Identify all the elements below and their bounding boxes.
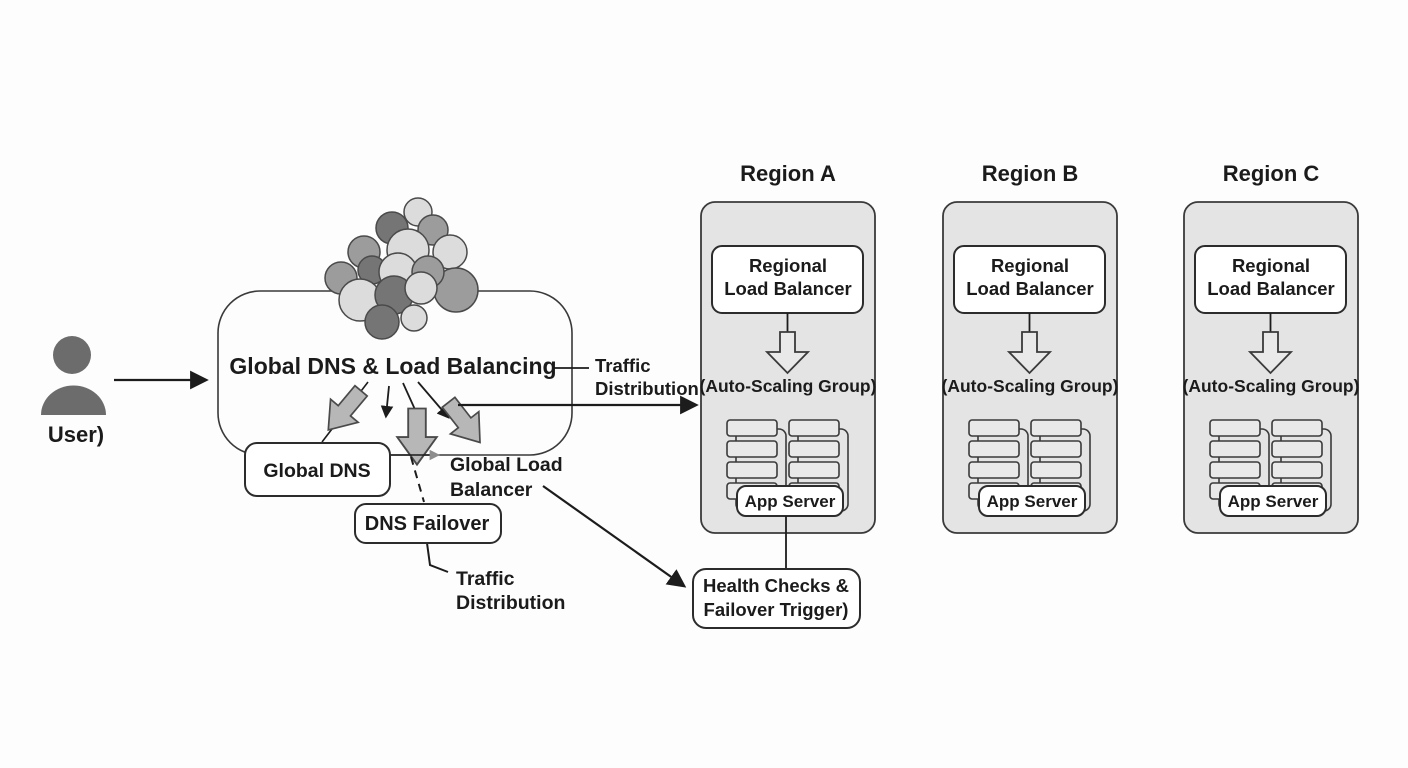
- regional-lb-line2: Load Balancer: [966, 278, 1094, 299]
- global-dns-box: [244, 442, 391, 497]
- app-server-label: App Server: [1228, 492, 1319, 511]
- autoscaling-label: (Auto-Scaling Group): [700, 376, 877, 396]
- failover-to-traffic-elbow: [426, 542, 449, 573]
- fan-arrow-1: [380, 385, 394, 419]
- user-label: User): [48, 422, 104, 447]
- hub-title: Global DNS & Load Balancing: [229, 353, 556, 379]
- region-title: Region A: [740, 161, 836, 186]
- traffic-distribution-right-line1: Traffic: [595, 355, 651, 376]
- health-checks-box: [692, 568, 861, 629]
- region-c: Region C Regional Load Balancer (Auto-Sc…: [1183, 161, 1360, 534]
- autoscaling-label: (Auto-Scaling Group): [1183, 376, 1360, 396]
- region-title: Region B: [982, 161, 1079, 186]
- dns-failover-box: [354, 503, 502, 544]
- app-server-label: App Server: [987, 492, 1078, 511]
- health-checks-line2: Failover Trigger): [704, 599, 849, 620]
- regional-lb-line1: Regional: [1232, 255, 1310, 276]
- traffic-distribution-bottom-line1: Traffic: [456, 568, 515, 590]
- dns-failover-label: DNS Failover: [365, 513, 490, 535]
- cloud-icon: [324, 197, 479, 340]
- global-load-balancer-line1: Global Load: [450, 454, 563, 476]
- health-checks-line1: Health Checks &: [703, 575, 849, 596]
- traffic-distribution-bottom-line2: Distribution: [456, 592, 565, 614]
- dashed-failover-line: [410, 456, 425, 503]
- user-icon: [41, 336, 106, 415]
- region-b: Region B Regional Load Balancer (Auto-Sc…: [942, 161, 1119, 534]
- glb-to-healthchecks-arrow: [542, 485, 687, 588]
- region-a: Region A Regional Load Balancer (Auto-Sc…: [700, 161, 877, 534]
- regional-lb-line1: Regional: [749, 255, 827, 276]
- global-dns-label: Global DNS: [263, 460, 370, 482]
- app-server-label: App Server: [745, 492, 836, 511]
- regional-lb-line2: Load Balancer: [724, 278, 852, 299]
- region-title: Region C: [1223, 161, 1320, 186]
- regional-lb-line2: Load Balancer: [1207, 278, 1335, 299]
- regional-lb-line1: Regional: [991, 255, 1069, 276]
- autoscaling-label: (Auto-Scaling Group): [942, 376, 1119, 396]
- global-load-balancer-line2: Balancer: [450, 479, 533, 501]
- traffic-distribution-right-line2: Distribution: [595, 378, 699, 399]
- fan-arrow-3: [417, 381, 450, 419]
